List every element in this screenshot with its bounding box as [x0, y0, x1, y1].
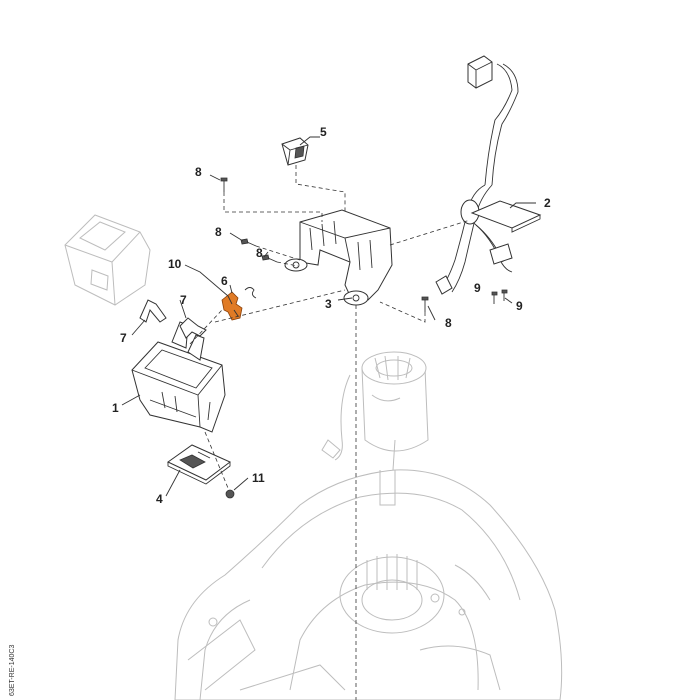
callout-labels: 1 2 3 4 5 6 7 7 8 8 8 8 9 9 10 11: [112, 125, 551, 506]
screw-9-b: [501, 289, 508, 301]
part-10-spring: [244, 287, 257, 299]
callout-10: 10: [168, 257, 182, 271]
battery-pack-outline: [64, 214, 151, 306]
callout-11: 11: [252, 471, 265, 485]
screw-9-a: [491, 291, 498, 304]
callout-8-low: 8: [256, 246, 263, 260]
part-3-bracket: [284, 209, 393, 306]
screw-8-low: [261, 254, 278, 263]
screw-8-mid: [240, 238, 257, 247]
assembly-lines: [189, 165, 471, 700]
leader-lines: [121, 136, 536, 497]
screw-8-right: [421, 296, 429, 312]
part-7-clip-left: [139, 299, 167, 323]
callout-7-right: 7: [180, 293, 187, 307]
screw-8-top: [220, 177, 228, 192]
drawing-code: 63ET-RE-140C3: [9, 645, 16, 696]
callout-5: 5: [320, 125, 327, 139]
callout-8-top: 8: [195, 165, 202, 179]
callout-8-right: 8: [445, 316, 452, 330]
mower-deck-outline: [174, 469, 563, 700]
part-2-cover-plate: [470, 200, 542, 233]
callout-2: 2: [544, 196, 551, 210]
part-4-circuit-board: [167, 444, 231, 485]
callout-1: 1: [112, 401, 119, 415]
callout-3: 3: [325, 297, 332, 311]
part-6-highlighted-contact: [221, 291, 243, 321]
callout-6: 6: [221, 274, 228, 288]
part-1-battery-housing: [131, 321, 226, 433]
wiring-harness: [435, 55, 519, 295]
callout-9-a: 9: [474, 281, 481, 295]
screw-11: [225, 489, 235, 499]
callout-8-mid: 8: [215, 225, 222, 239]
callout-7-left: 7: [120, 331, 127, 345]
part-5-switch: [281, 137, 309, 166]
part-7-clip-right: [179, 317, 207, 339]
callout-9-b: 9: [516, 299, 523, 313]
callout-4: 4: [156, 492, 163, 506]
motor-outline: [321, 351, 429, 471]
